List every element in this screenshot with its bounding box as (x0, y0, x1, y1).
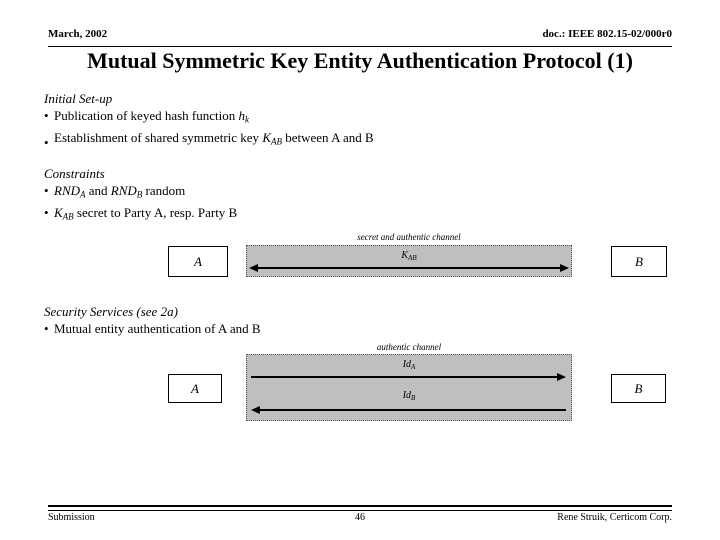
footer-author: Rene Struik, Certicom Corp. (557, 512, 672, 523)
bullet-marker: • (44, 183, 49, 198)
page-title: Mutual Symmetric Key Entity Authenticati… (87, 48, 633, 73)
bullet-shared-key: • Establishment of shared symmetric key K… (44, 129, 374, 151)
header-divider (48, 46, 672, 47)
bullet-mutual-authentication: • Mutual entity authentication of A and B (44, 320, 261, 337)
party-label-a: A (194, 253, 202, 269)
section-security-services: Security Services (see 2a) • Mutual entit… (44, 303, 261, 337)
section-heading-security-services: Security Services (see 2a) (44, 304, 178, 319)
party-box-b-2: B (611, 374, 666, 403)
bullet-marker: • (44, 204, 49, 220)
bullet-text-tail: random (142, 183, 186, 198)
arrow-head-left-id-b (251, 405, 260, 414)
slide-header: March, 2002 doc.: IEEE 802.15-02/000r0 (48, 28, 672, 48)
section-constraints: Constraints •RNDA and RNDB random •KAB s… (44, 165, 237, 225)
arrow-line-kab (257, 267, 561, 269)
symbol-rnd-a: RND (54, 183, 80, 198)
message-label-id-a: IdA (246, 359, 572, 371)
bullet-text: Establishment of shared symmetric key (54, 129, 263, 145)
footer-page-number: 46 (355, 512, 365, 523)
symbol-rnd-b: RND (110, 183, 137, 198)
arrow-head-right-kab (560, 263, 569, 272)
arrow-line-id-a (251, 376, 558, 378)
symbol-id: Id (402, 390, 412, 401)
symbol-k: K (262, 129, 271, 145)
header-doc-id: doc.: IEEE 802.15-02/000r0 (542, 28, 672, 40)
footer-divider-top (48, 505, 672, 507)
channel-box-secret-authentic (246, 245, 572, 277)
subscript-ab: AB (62, 211, 74, 222)
bullet-marker: • (44, 108, 49, 123)
message-label-id-b: IdB (246, 390, 572, 402)
party-box-b-1: B (611, 246, 667, 277)
subscript-ab: AB (408, 253, 417, 262)
channel-label-authentic: authentic channel (376, 342, 442, 352)
subscript-a: A (411, 362, 416, 371)
bullet-rnd-random: •RNDA and RNDB random (44, 182, 237, 204)
subscript-b: B (136, 189, 143, 200)
party-box-a-2: A (168, 374, 222, 403)
section-heading-constraints: Constraints (44, 166, 105, 181)
bullet-text-tail: secret to Party A, resp. Party B (73, 204, 238, 220)
bullet-publication-hash: • Publication of keyed hash function hk (44, 107, 374, 129)
header-date: March, 2002 (48, 28, 108, 40)
bullet-text-mid: and (85, 183, 111, 198)
footer-divider-bottom (48, 510, 672, 511)
party-box-a-1: A (168, 246, 228, 277)
subscript-a: A (80, 189, 86, 200)
bullet-text: Mutual entity authentication of A and B (54, 321, 261, 336)
bullet-marker: • (44, 321, 49, 336)
symbol-k: K (401, 250, 409, 261)
bullet-text: Publication of keyed hash function (54, 108, 239, 123)
footer-submission: Submission (48, 512, 95, 523)
party-label-a: A (191, 380, 199, 396)
arrow-line-id-b (259, 409, 566, 411)
symbol-k: K (54, 204, 63, 220)
bullet-marker: • (44, 134, 49, 150)
section-initial-setup: Initial Set-up • Publication of keyed has… (44, 90, 374, 150)
party-label-b: B (635, 253, 643, 269)
symbol-id: Id (402, 359, 412, 370)
channel-label-secret-authentic: secret and authentic channel (357, 232, 461, 242)
subscript-k: k (245, 114, 249, 125)
slide-footer: Submission 46 Rene Struik, Certicom Corp… (48, 512, 672, 528)
message-label-kab: KAB (246, 250, 572, 262)
subscript-ab: AB (270, 136, 282, 147)
subscript-b: B (411, 393, 416, 402)
bullet-kab-secret: • KAB secret to Party A, resp. Party B (44, 204, 237, 226)
arrow-head-left-kab (249, 263, 258, 272)
bullet-text-tail: between A and B (281, 129, 374, 145)
arrow-head-right-id-a (557, 372, 566, 381)
section-heading-initial-setup: Initial Set-up (44, 91, 113, 106)
symbol-h: h (238, 108, 246, 123)
party-label-b: B (634, 380, 643, 396)
